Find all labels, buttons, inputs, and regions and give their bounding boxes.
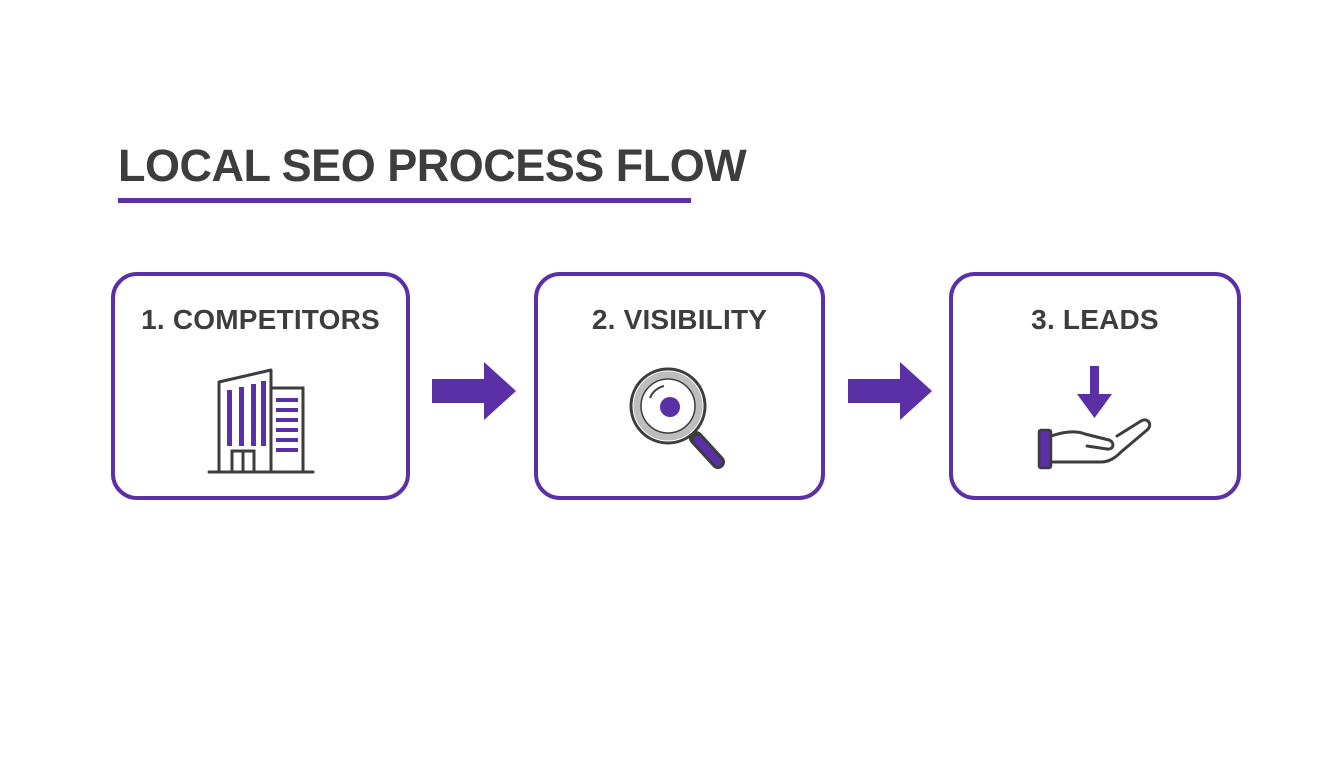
title-underline: [118, 198, 691, 203]
step-label-visibility: 2. VISIBILITY: [591, 304, 768, 335]
right-arrow-icon: [848, 362, 932, 425]
office-building-icon: [201, 364, 321, 479]
step-label-leads: 3. LEADS: [1031, 304, 1159, 335]
right-arrow-icon: [432, 362, 516, 425]
step-card-visibility: 2. VISIBILITY: [534, 272, 825, 500]
step-card-competitors: 1. COMPETITORS: [111, 272, 410, 500]
step-card-leads: 3. LEADS: [949, 272, 1241, 500]
magnifying-glass-icon: [620, 364, 740, 481]
step-label-competitors: 1. COMPETITORS: [141, 304, 380, 335]
diagram-title: LOCAL SEO PROCESS FLOW: [118, 140, 747, 191]
hand-receiving-icon: [1035, 364, 1155, 479]
